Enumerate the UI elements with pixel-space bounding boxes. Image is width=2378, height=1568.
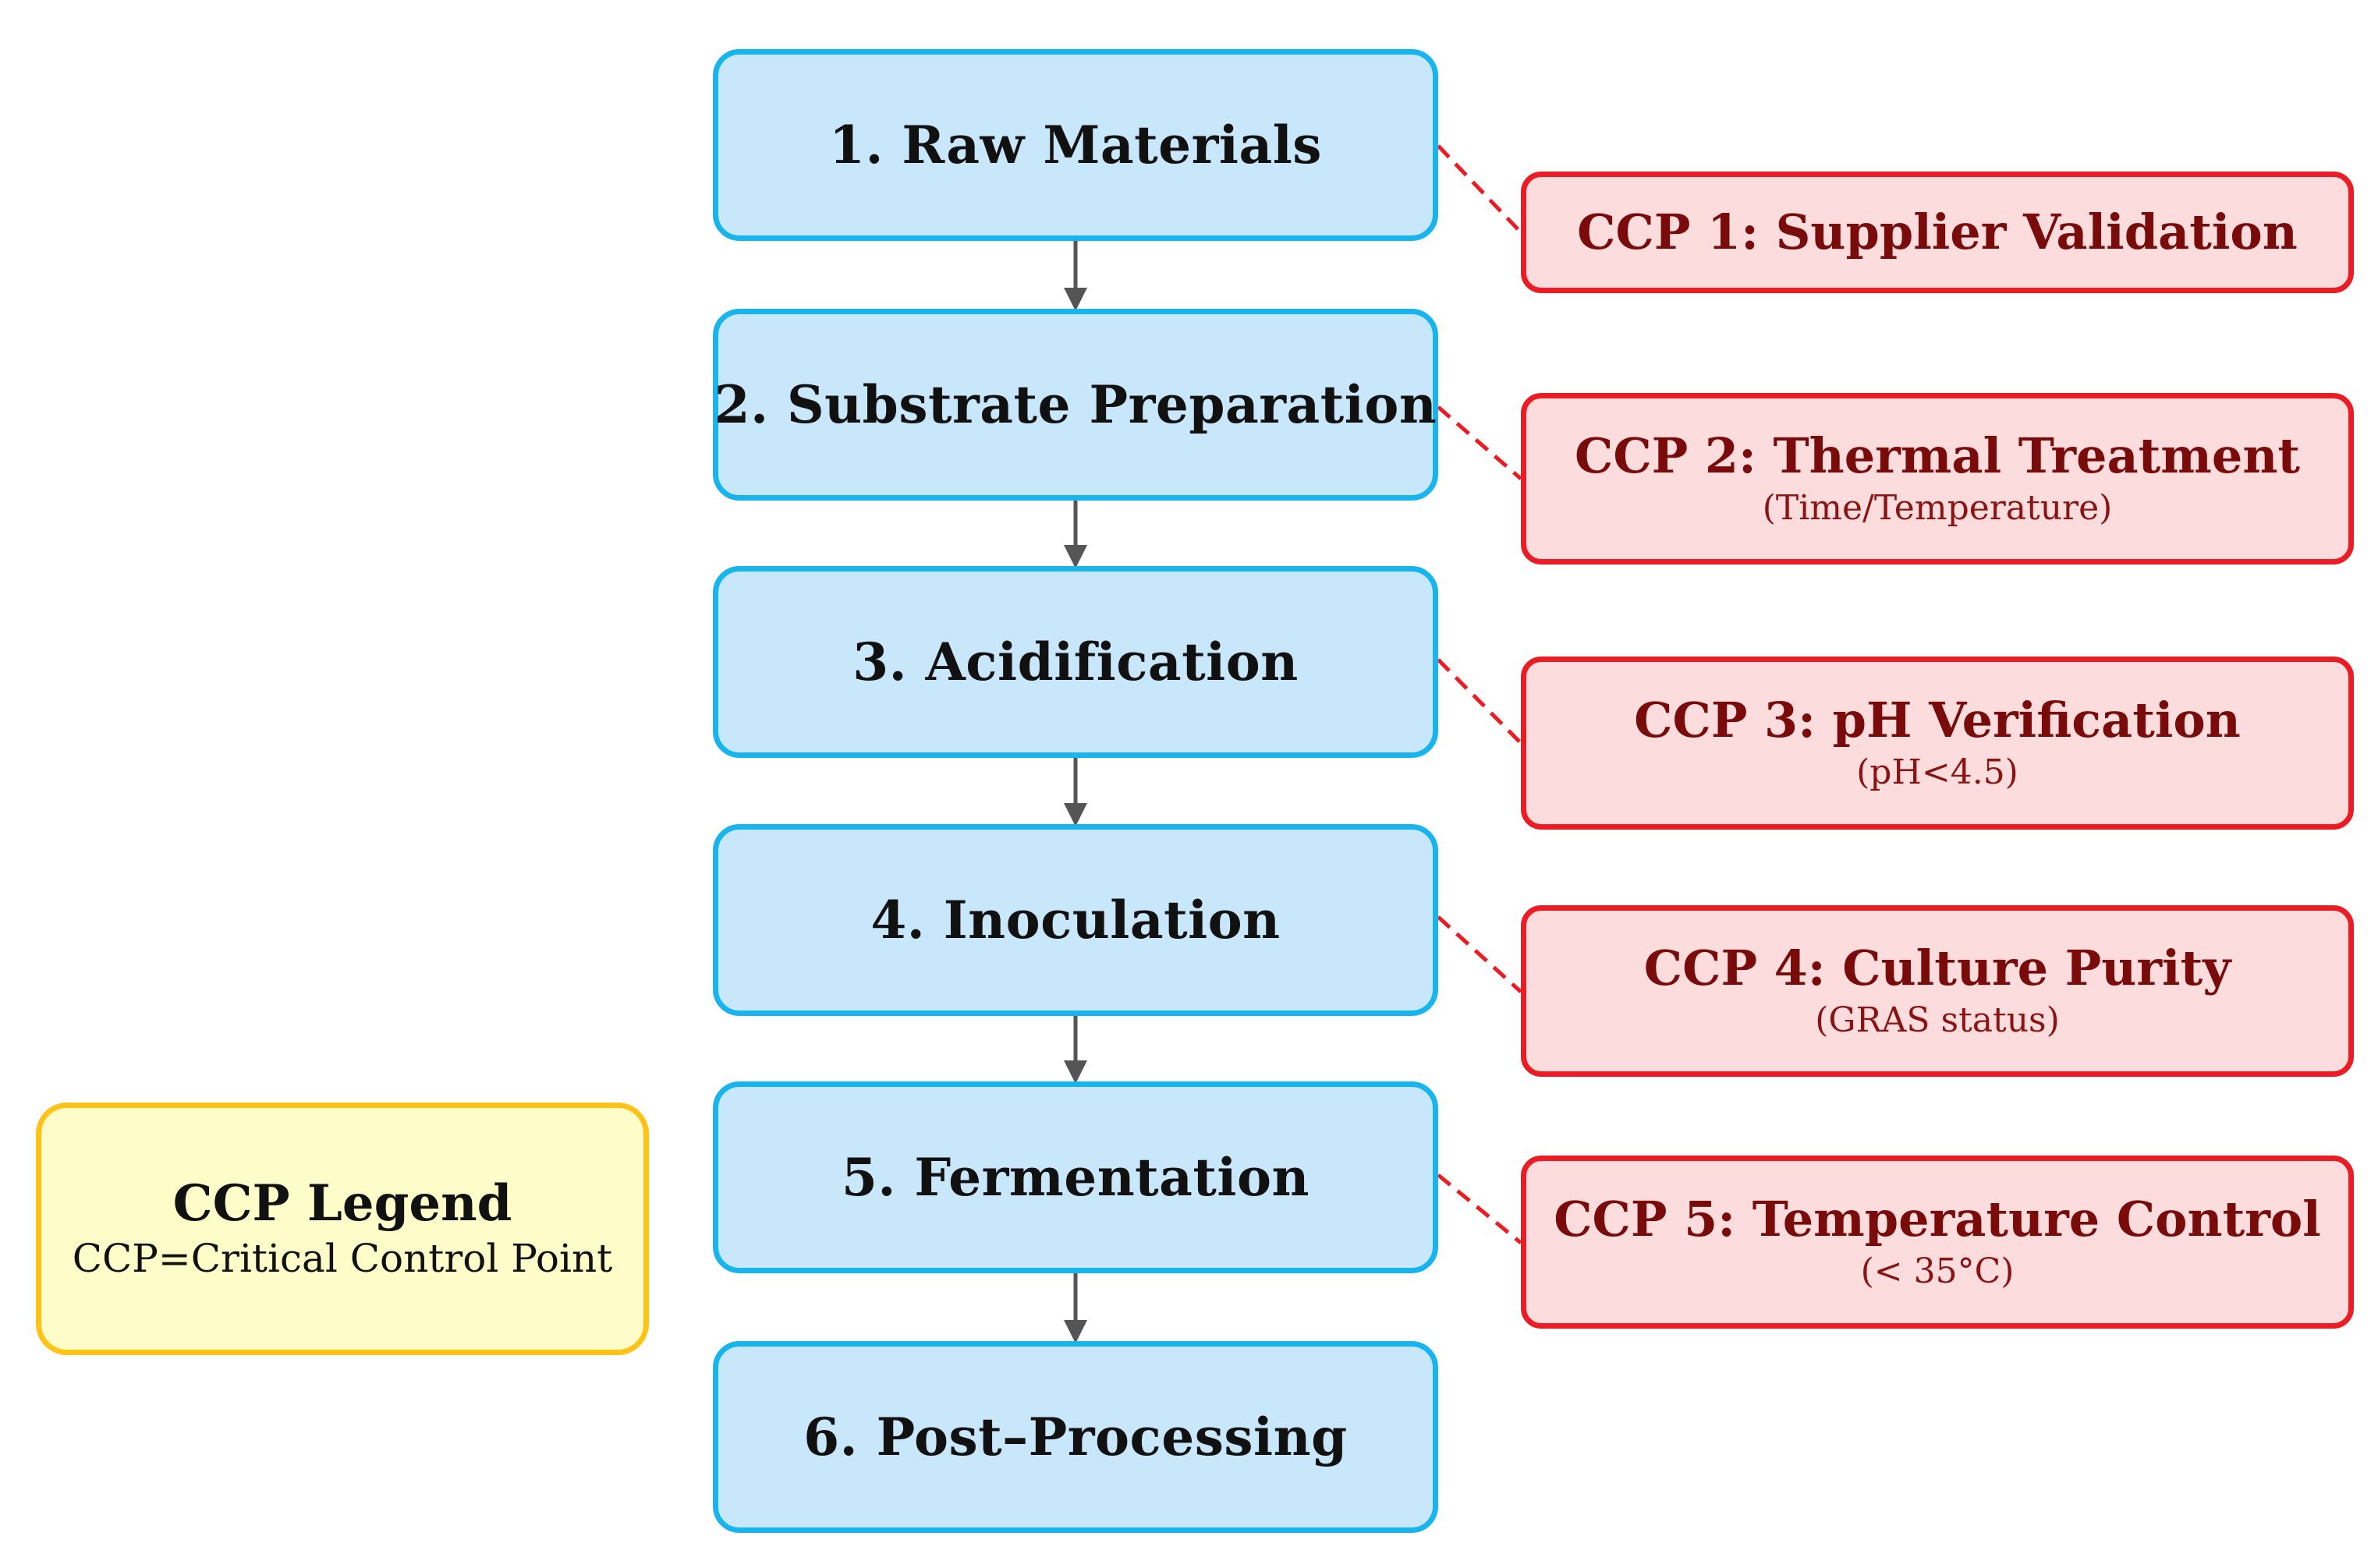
ccp-detail: (GRAS status) [1815,1000,2060,1041]
ccp-detail: (Time/Temperature) [1762,488,2113,529]
step-label: 4. Inoculation [870,890,1281,950]
step-label: 2. Substrate Preparation [714,374,1437,435]
step-acidification: 3. Acidification [713,566,1438,758]
ccp-legend: CCP Legend CCP=Critical Control Point [36,1103,649,1355]
ccp-title: CCP 3: pH Verification [1634,691,2241,749]
ccp-link-3 [1437,658,1522,745]
step-raw-materials: 1. Raw Materials [713,49,1438,241]
ccp-supplier-validation: CCP 1: Supplier Validation [1521,172,2354,293]
step-label: 1. Raw Materials [829,115,1322,175]
ccp-detail: (pH<4.5) [1856,752,2018,793]
legend-title: CCP Legend [172,1174,512,1234]
ccp-title: CCP 1: Supplier Validation [1577,204,2298,261]
step-substrate-preparation: 2. Substrate Preparation [713,309,1438,501]
legend-text: CCP=Critical Control Point [72,1236,613,1282]
ccp-link-5 [1437,1173,1522,1244]
ccp-title: CCP 5: Temperature Control [1554,1190,2321,1248]
ccp-link-2 [1437,405,1522,480]
step-label: 3. Acidification [852,632,1299,692]
ccp-title: CCP 4: Culture Purity [1643,939,2231,996]
step-label: 5. Fermentation [841,1147,1310,1208]
ccp-title: CCP 2: Thermal Treatment [1574,427,2301,484]
ccp-thermal-treatment: CCP 2: Thermal Treatment (Time/Temperatu… [1521,393,2354,565]
step-fermentation: 5. Fermentation [713,1081,1438,1273]
step-post-processing: 6. Post–Processing [713,1341,1438,1533]
ccp-ph-verification: CCP 3: pH Verification (pH<4.5) [1521,657,2354,830]
ccp-link-1 [1437,144,1522,234]
step-inoculation: 4. Inoculation [713,824,1438,1016]
ccp-link-4 [1437,915,1522,993]
ccp-detail: (< 35°C) [1860,1251,2015,1292]
ccp-culture-purity: CCP 4: Culture Purity (GRAS status) [1521,905,2354,1077]
step-label: 6. Post–Processing [803,1407,1348,1467]
ccp-temperature-control: CCP 5: Temperature Control (< 35°C) [1521,1156,2354,1329]
